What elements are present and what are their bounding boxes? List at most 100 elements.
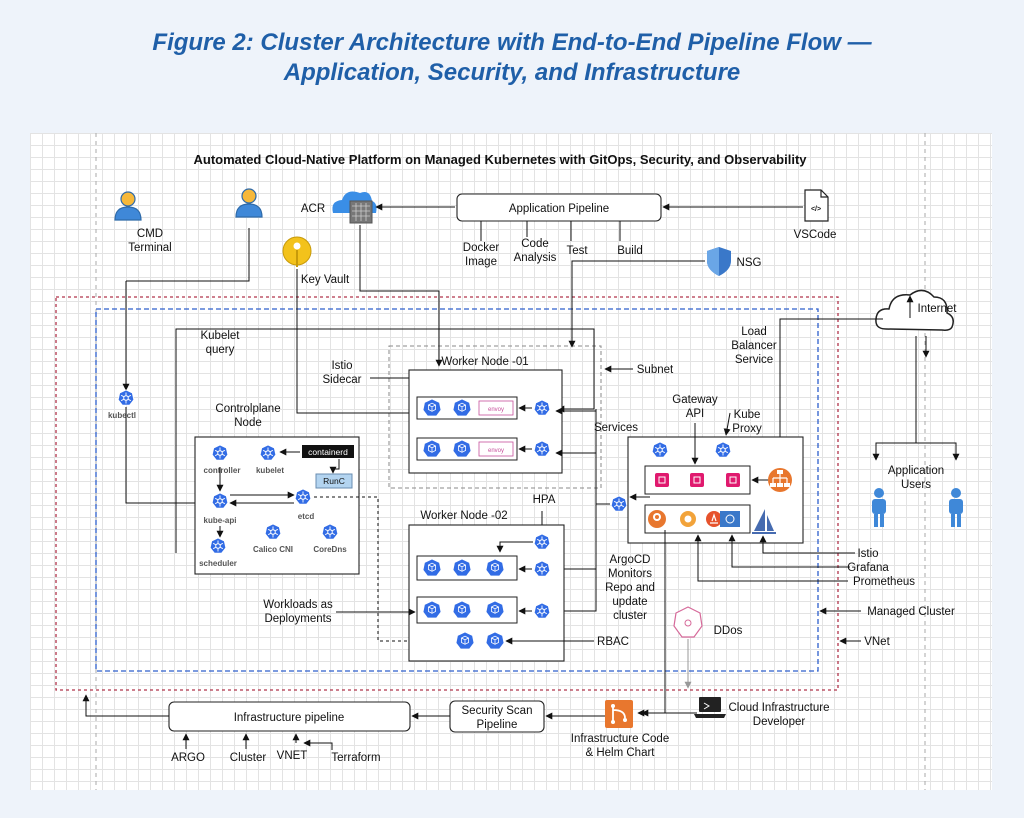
figure-title-line-2: Application, Security, and Infrastructur… xyxy=(283,59,741,86)
kubectl-icon xyxy=(117,389,135,406)
application-users-label-2: Users xyxy=(901,479,931,491)
nsg-shield-icon xyxy=(707,247,731,276)
argocd-icon xyxy=(648,510,666,528)
vscode-file-icon: </> xyxy=(804,189,829,222)
argocd-label-3: Repo and xyxy=(605,582,655,594)
controller-label: controller xyxy=(204,466,241,475)
services-label: Services xyxy=(594,422,638,434)
subnet-label: Subnet xyxy=(637,364,674,376)
key-vault-icon xyxy=(282,236,312,267)
internet-label: Internet xyxy=(918,303,958,315)
infra-code-label-2: & Helm Chart xyxy=(585,747,655,759)
ddos-label: DDos xyxy=(714,625,743,637)
application-users-label-1: Application xyxy=(888,465,944,477)
user-icon-cmd xyxy=(114,191,142,221)
infra-input-cluster: Cluster xyxy=(230,752,267,764)
user-icon-admin xyxy=(235,188,263,218)
argocd-label-4: update xyxy=(612,596,647,608)
istio-sidecar-label-1: Istio xyxy=(331,360,352,372)
istio-sidecar-label-2: Sidecar xyxy=(323,374,362,386)
vscode-label: VSCode xyxy=(794,229,837,241)
prometheus-icon xyxy=(706,511,722,527)
worker1-service-icon-1 xyxy=(533,399,551,416)
load-balancer-label-2: Balancer xyxy=(731,340,777,352)
step-image: Image xyxy=(465,256,497,268)
git-repo-icon xyxy=(605,700,633,728)
kubelet-icon xyxy=(259,444,277,461)
step-build: Build xyxy=(617,245,643,257)
developer-laptop-icon xyxy=(694,697,726,718)
gateway-route-icon-1 xyxy=(654,472,670,488)
terminal-label: Terminal xyxy=(128,242,171,254)
calico-cni-label: Calico CNI xyxy=(253,545,293,554)
kubelet-label: kubelet xyxy=(256,466,284,475)
controller-icon xyxy=(211,444,229,461)
diagram-canvas: Automated Cloud-Native Platform on Manag… xyxy=(30,133,992,790)
kube-api-icon xyxy=(211,492,229,509)
worker2-pod-row-1 xyxy=(416,555,518,581)
load-balancer-icon xyxy=(768,468,792,492)
application-pipeline-label: Application Pipeline xyxy=(509,203,609,215)
step-analysis: Analysis xyxy=(514,252,557,264)
kubelet-query-label-2: query xyxy=(206,344,235,356)
scheduler-label: scheduler xyxy=(199,559,237,568)
load-balancer-label-3: Service xyxy=(735,354,773,366)
worker-node-02-label: Worker Node -02 xyxy=(420,510,507,522)
key-vault-label: Key Vault xyxy=(301,274,350,286)
etcd-label: etcd xyxy=(298,512,315,521)
cloud-dev-label-2: Developer xyxy=(753,716,806,728)
diagram-title: Automated Cloud-Native Platform on Manag… xyxy=(193,152,807,167)
coredns-label: CoreDns xyxy=(313,545,347,554)
security-scan-label-1: Security Scan xyxy=(462,705,533,717)
step-docker: Docker xyxy=(463,242,500,254)
calico-cni-icon xyxy=(264,523,282,540)
istio-sail-icon xyxy=(752,509,776,534)
cloud-dev-label-1: Cloud Infrastructure xyxy=(729,702,830,714)
managed-cluster-border xyxy=(95,308,819,672)
application-user-icon-1 xyxy=(872,488,886,527)
gateway-k8s-icon xyxy=(651,441,669,458)
hpa-icon xyxy=(533,533,551,550)
kube-proxy-k8s-icon xyxy=(714,441,732,458)
kubectl-label: kubectl xyxy=(108,411,136,420)
runc-label: RunC xyxy=(323,476,345,486)
worker2-pod-row-2 xyxy=(416,596,518,624)
application-pipeline-box xyxy=(456,193,662,222)
kubelet-query-label-1: Kubelet xyxy=(200,330,240,342)
step-test: Test xyxy=(566,245,588,257)
rbac-icon-2 xyxy=(485,631,505,650)
application-user-icon-2 xyxy=(949,488,963,527)
envoy-label-1: envoy xyxy=(488,407,504,413)
containerd-logo: containerd xyxy=(302,445,354,458)
security-scan-label-2: Pipeline xyxy=(477,719,518,731)
grafana-label: Grafana xyxy=(847,562,889,574)
grafana-icon xyxy=(680,511,696,527)
infrastructure-pipeline-label: Infrastructure pipeline xyxy=(234,712,345,724)
hpa-label: HPA xyxy=(533,494,556,506)
kube-proxy-label-1: Kube xyxy=(734,409,761,421)
gateway-route-icon-3 xyxy=(725,472,741,488)
ddos-icon xyxy=(673,606,703,638)
infra-input-terraform: Terraform xyxy=(331,752,380,764)
worker1-pod-row-1: envoy xyxy=(416,396,518,420)
vnet-label: VNet xyxy=(864,636,890,648)
infra-input-vnet: VNET xyxy=(277,750,308,762)
rbac-label: RBAC xyxy=(597,636,629,648)
gateway-api-label-2: API xyxy=(686,408,705,420)
managed-cluster-label: Managed Cluster xyxy=(867,606,955,618)
monitor-icon xyxy=(720,511,740,527)
svg-text:containerd: containerd xyxy=(308,447,348,457)
istio-label: Istio xyxy=(857,548,878,560)
worker2-service-icon-2 xyxy=(533,602,551,619)
argocd-label-2: Monitors xyxy=(608,568,652,580)
services-router-icon xyxy=(610,495,628,512)
gateway-route-icon-2 xyxy=(689,472,705,488)
argocd-label-1: ArgoCD xyxy=(610,554,651,566)
acr-label: ACR xyxy=(301,203,325,215)
coredns-icon xyxy=(321,523,339,540)
subnet-border xyxy=(388,345,602,489)
worker-node-01-label: Worker Node -01 xyxy=(441,356,528,368)
runc-box xyxy=(315,473,353,489)
kube-proxy-label-2: Proxy xyxy=(732,423,762,435)
workloads-label-1: Workloads as xyxy=(263,599,333,611)
